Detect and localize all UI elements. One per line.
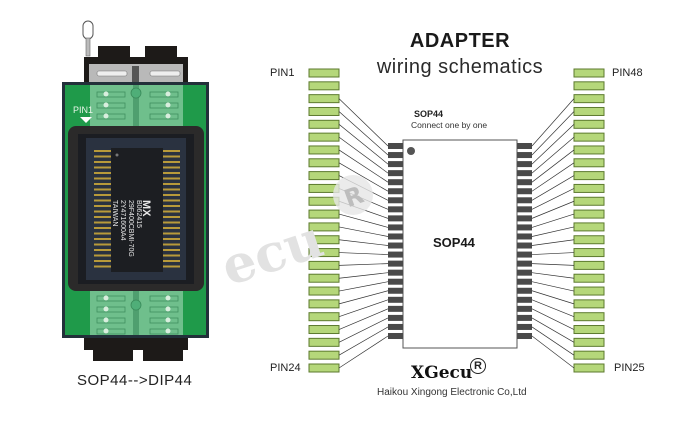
- chip-title: SOP44: [414, 109, 444, 119]
- pin1-marker: PIN1: [73, 105, 94, 115]
- label-pin24: PIN24: [270, 362, 301, 374]
- chip-mark-line: 29F400CBMI-70G: [127, 200, 134, 257]
- company-name: Haikou Xingong Electronic Co,Ltd: [377, 387, 527, 398]
- chip-marking: MX B062415 29F400CBMI-70G 2Y471600A4 TAI…: [110, 200, 152, 330]
- adapter-caption: SOP44-->DIP44: [77, 372, 193, 389]
- svg-text:ecu: ecu: [214, 208, 330, 298]
- page-subtitle: wiring schematics: [376, 56, 544, 78]
- label-pin1: PIN1: [270, 67, 295, 79]
- label-pin25: PIN25: [614, 362, 645, 374]
- label-pin48: PIN48: [612, 67, 643, 79]
- page-title: ADAPTER: [409, 30, 511, 52]
- registered-mark-icon: R: [470, 358, 486, 374]
- chip-mark-line: B062415: [135, 200, 142, 229]
- chip-mark-line: TAIWAN: [111, 200, 118, 227]
- chip-body-label: SOP44: [433, 235, 475, 250]
- chip-note: Connect one by one: [411, 120, 488, 130]
- chip-mark-line: 2Y471600A4: [119, 200, 126, 241]
- chip-brand: MX: [140, 200, 152, 217]
- brand-logo: XGecu: [411, 363, 473, 383]
